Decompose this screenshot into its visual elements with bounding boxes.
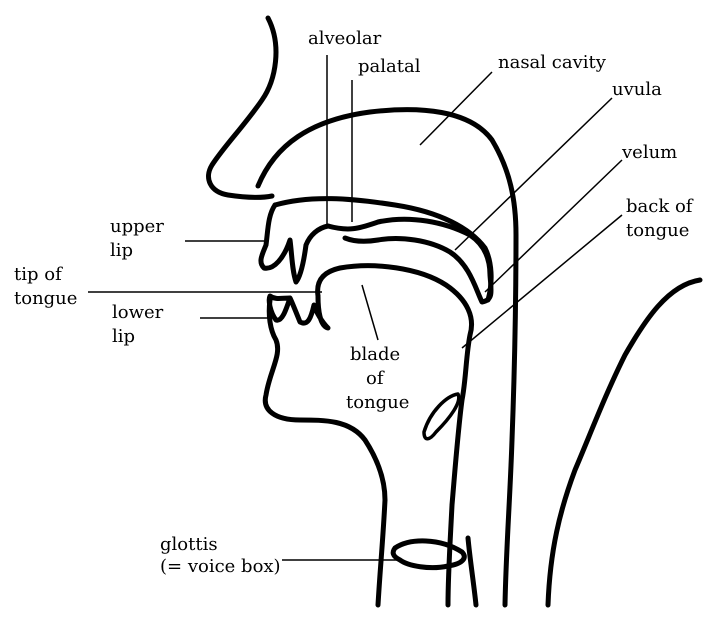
label-back-of-tongue-1: back of [626, 196, 694, 217]
label-lower-lip-2: lip [112, 326, 135, 347]
label-blade-of-tongue-3: tongue [346, 392, 409, 413]
label-blade-of-tongue-2: of [366, 368, 385, 389]
upper-lip-outline [261, 205, 328, 282]
label-nasal-cavity: nasal cavity [498, 52, 607, 73]
label-upper-lip-1: upper [110, 216, 164, 237]
label-tip-of-tongue-1: tip of [14, 264, 63, 285]
label-glottis-2: (= voice box) [160, 556, 281, 577]
leader-back-of-tongue [462, 215, 622, 348]
label-glottis-1: glottis [160, 534, 218, 555]
label-upper-lip-2: lip [110, 240, 133, 261]
label-lower-lip-1: lower [112, 302, 164, 323]
label-alveolar: alveolar [308, 28, 382, 49]
label-tip-of-tongue-2: tongue [14, 288, 77, 309]
label-back-of-tongue-2: tongue [626, 220, 689, 241]
glottis-outline [393, 541, 464, 568]
leader-uvula [455, 98, 612, 250]
larynx-right-wall [468, 538, 476, 605]
label-uvula: uvula [612, 79, 662, 100]
palate-lower-outline [328, 219, 491, 302]
label-palatal: palatal [358, 56, 421, 77]
label-velum: velum [621, 142, 677, 163]
neck-back-outline [548, 280, 700, 605]
leader-blade-of-tongue [362, 285, 378, 340]
label-blade-of-tongue-1: blade [350, 344, 400, 365]
epiglottis-outline [424, 394, 459, 439]
lower-lip-outline [269, 296, 328, 328]
